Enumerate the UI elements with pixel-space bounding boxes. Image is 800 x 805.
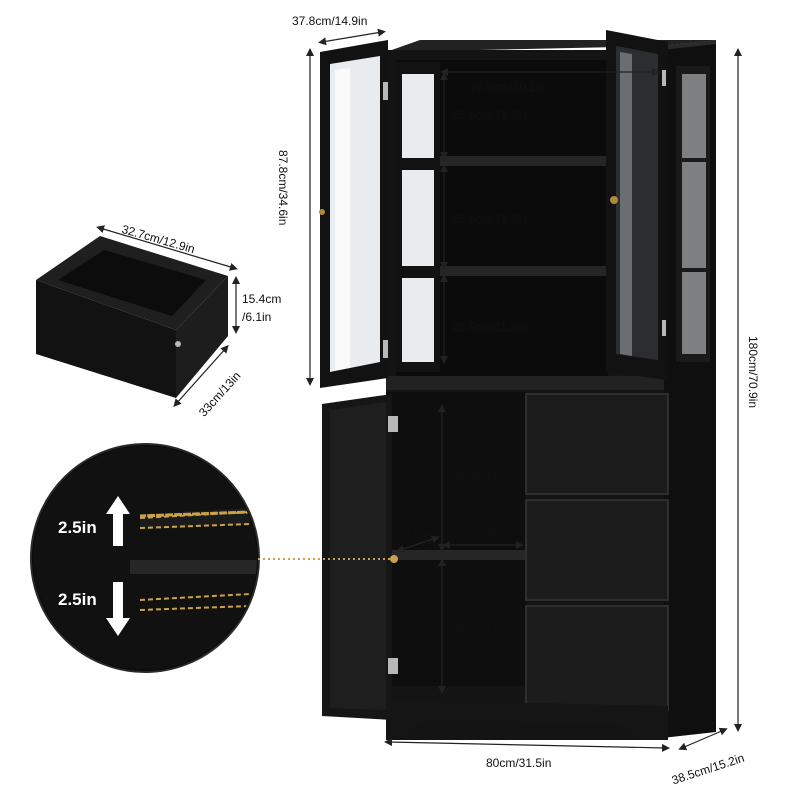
arrow-up-icon <box>106 496 130 546</box>
lower-shelf <box>386 550 526 560</box>
lower-gap-top-label: 36cm/14.2in <box>452 470 518 484</box>
total-height-label: 180cm/70.9in <box>746 336 760 409</box>
door-depth-label: 37.8cm/14.9in <box>292 14 368 28</box>
drawer-front-1 <box>525 393 669 495</box>
shelf-gap-2-label: 28.5cm/11.2in <box>452 212 527 226</box>
lower-width-label-1: 34cm <box>472 514 499 526</box>
inner-glass-leaf <box>396 62 440 372</box>
arrow-down-icon <box>106 582 130 636</box>
lower-cabinet-door <box>322 394 398 720</box>
adjust-up-label: 2.5in <box>58 518 97 537</box>
shelf-adjust-zoom <box>30 443 398 673</box>
drawer-height-label-2: /6.1in <box>242 310 272 324</box>
left-glass-door <box>319 40 388 388</box>
dimension-lines <box>306 28 742 752</box>
drawer-height-label-1: 15.4cm <box>242 292 282 306</box>
drawer-stack <box>525 393 669 711</box>
lower-gap-bottom-label: 36cm/14.2in <box>452 624 518 638</box>
upper-shelf-2 <box>396 266 608 276</box>
drawer-detail <box>36 225 240 407</box>
cabinet <box>319 30 716 740</box>
inner-width-label: 76.5cm/30.1in <box>470 80 546 94</box>
lower-depth-label-1: 37cm <box>394 514 421 526</box>
adjust-down-label: 2.5in <box>58 590 97 609</box>
cabinet-base <box>392 700 668 740</box>
shelf-gap-1-label: 28.5cm/11.2in <box>452 108 527 122</box>
upper-height-label: 87.8cm/34.6in <box>276 150 290 226</box>
shelf-gap-3-label: 28.5cm/11.2in <box>452 320 527 334</box>
lower-depth-label-2: /14.6in <box>396 528 430 540</box>
drawer-front-3 <box>525 605 669 711</box>
upper-shelf-1 <box>396 156 608 166</box>
right-glass-door <box>606 30 668 380</box>
drawer-side <box>36 280 176 398</box>
total-width-label: 80cm/31.5in <box>486 756 552 770</box>
lower-width-label-2: /13.4in <box>468 528 502 540</box>
drawer-front-2 <box>525 499 669 601</box>
